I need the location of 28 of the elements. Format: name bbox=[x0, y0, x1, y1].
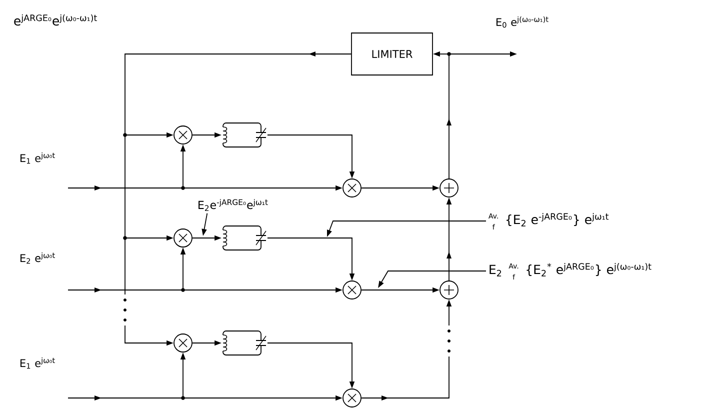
signal-label: E$_{1}$ e$^{jω₀t}$ bbox=[20, 152, 55, 164]
signal-label: e$^{jARGE₀}$e$^{j(ω₀-ω₁)t}$ bbox=[14, 14, 97, 26]
tank-circuit bbox=[222, 330, 266, 356]
signal-label: E$_{2}$ e$^{jω₀t}$ bbox=[20, 252, 55, 264]
limiter-box: LIMITER bbox=[351, 32, 433, 76]
vertical-ellipsis bbox=[124, 298, 126, 322]
multiplier-symbol bbox=[342, 178, 362, 198]
multiplier-symbol bbox=[342, 280, 362, 300]
adder-symbol bbox=[440, 178, 458, 198]
multiplier-symbol bbox=[174, 228, 192, 248]
signal-label: E$_{1}$ e$^{jω₀t}$ bbox=[20, 357, 55, 369]
signal-label: E$_{0}$ e$^{j(ω₀-ω₁)t}$ bbox=[496, 16, 548, 28]
tank-circuit bbox=[222, 226, 266, 250]
arrow bbox=[361, 356, 450, 400]
connector-line bbox=[124, 238, 126, 295]
arrow bbox=[68, 186, 185, 190]
multiplier-symbol bbox=[342, 388, 362, 408]
arrow bbox=[123, 52, 352, 137]
arrow bbox=[446, 52, 452, 179]
formula-label: E$_{2}$e$^{-jARGE₀}$e$^{jω₁t}$ bbox=[198, 199, 268, 211]
arrow bbox=[68, 288, 185, 292]
multiplier-symbol bbox=[174, 334, 192, 352]
tank-circuit bbox=[222, 122, 266, 148]
connector-line bbox=[123, 134, 127, 240]
vertical-ellipsis bbox=[448, 330, 450, 352]
adder-symbol bbox=[440, 280, 458, 300]
multiplier-symbol bbox=[174, 126, 192, 144]
arrow bbox=[68, 396, 185, 400]
